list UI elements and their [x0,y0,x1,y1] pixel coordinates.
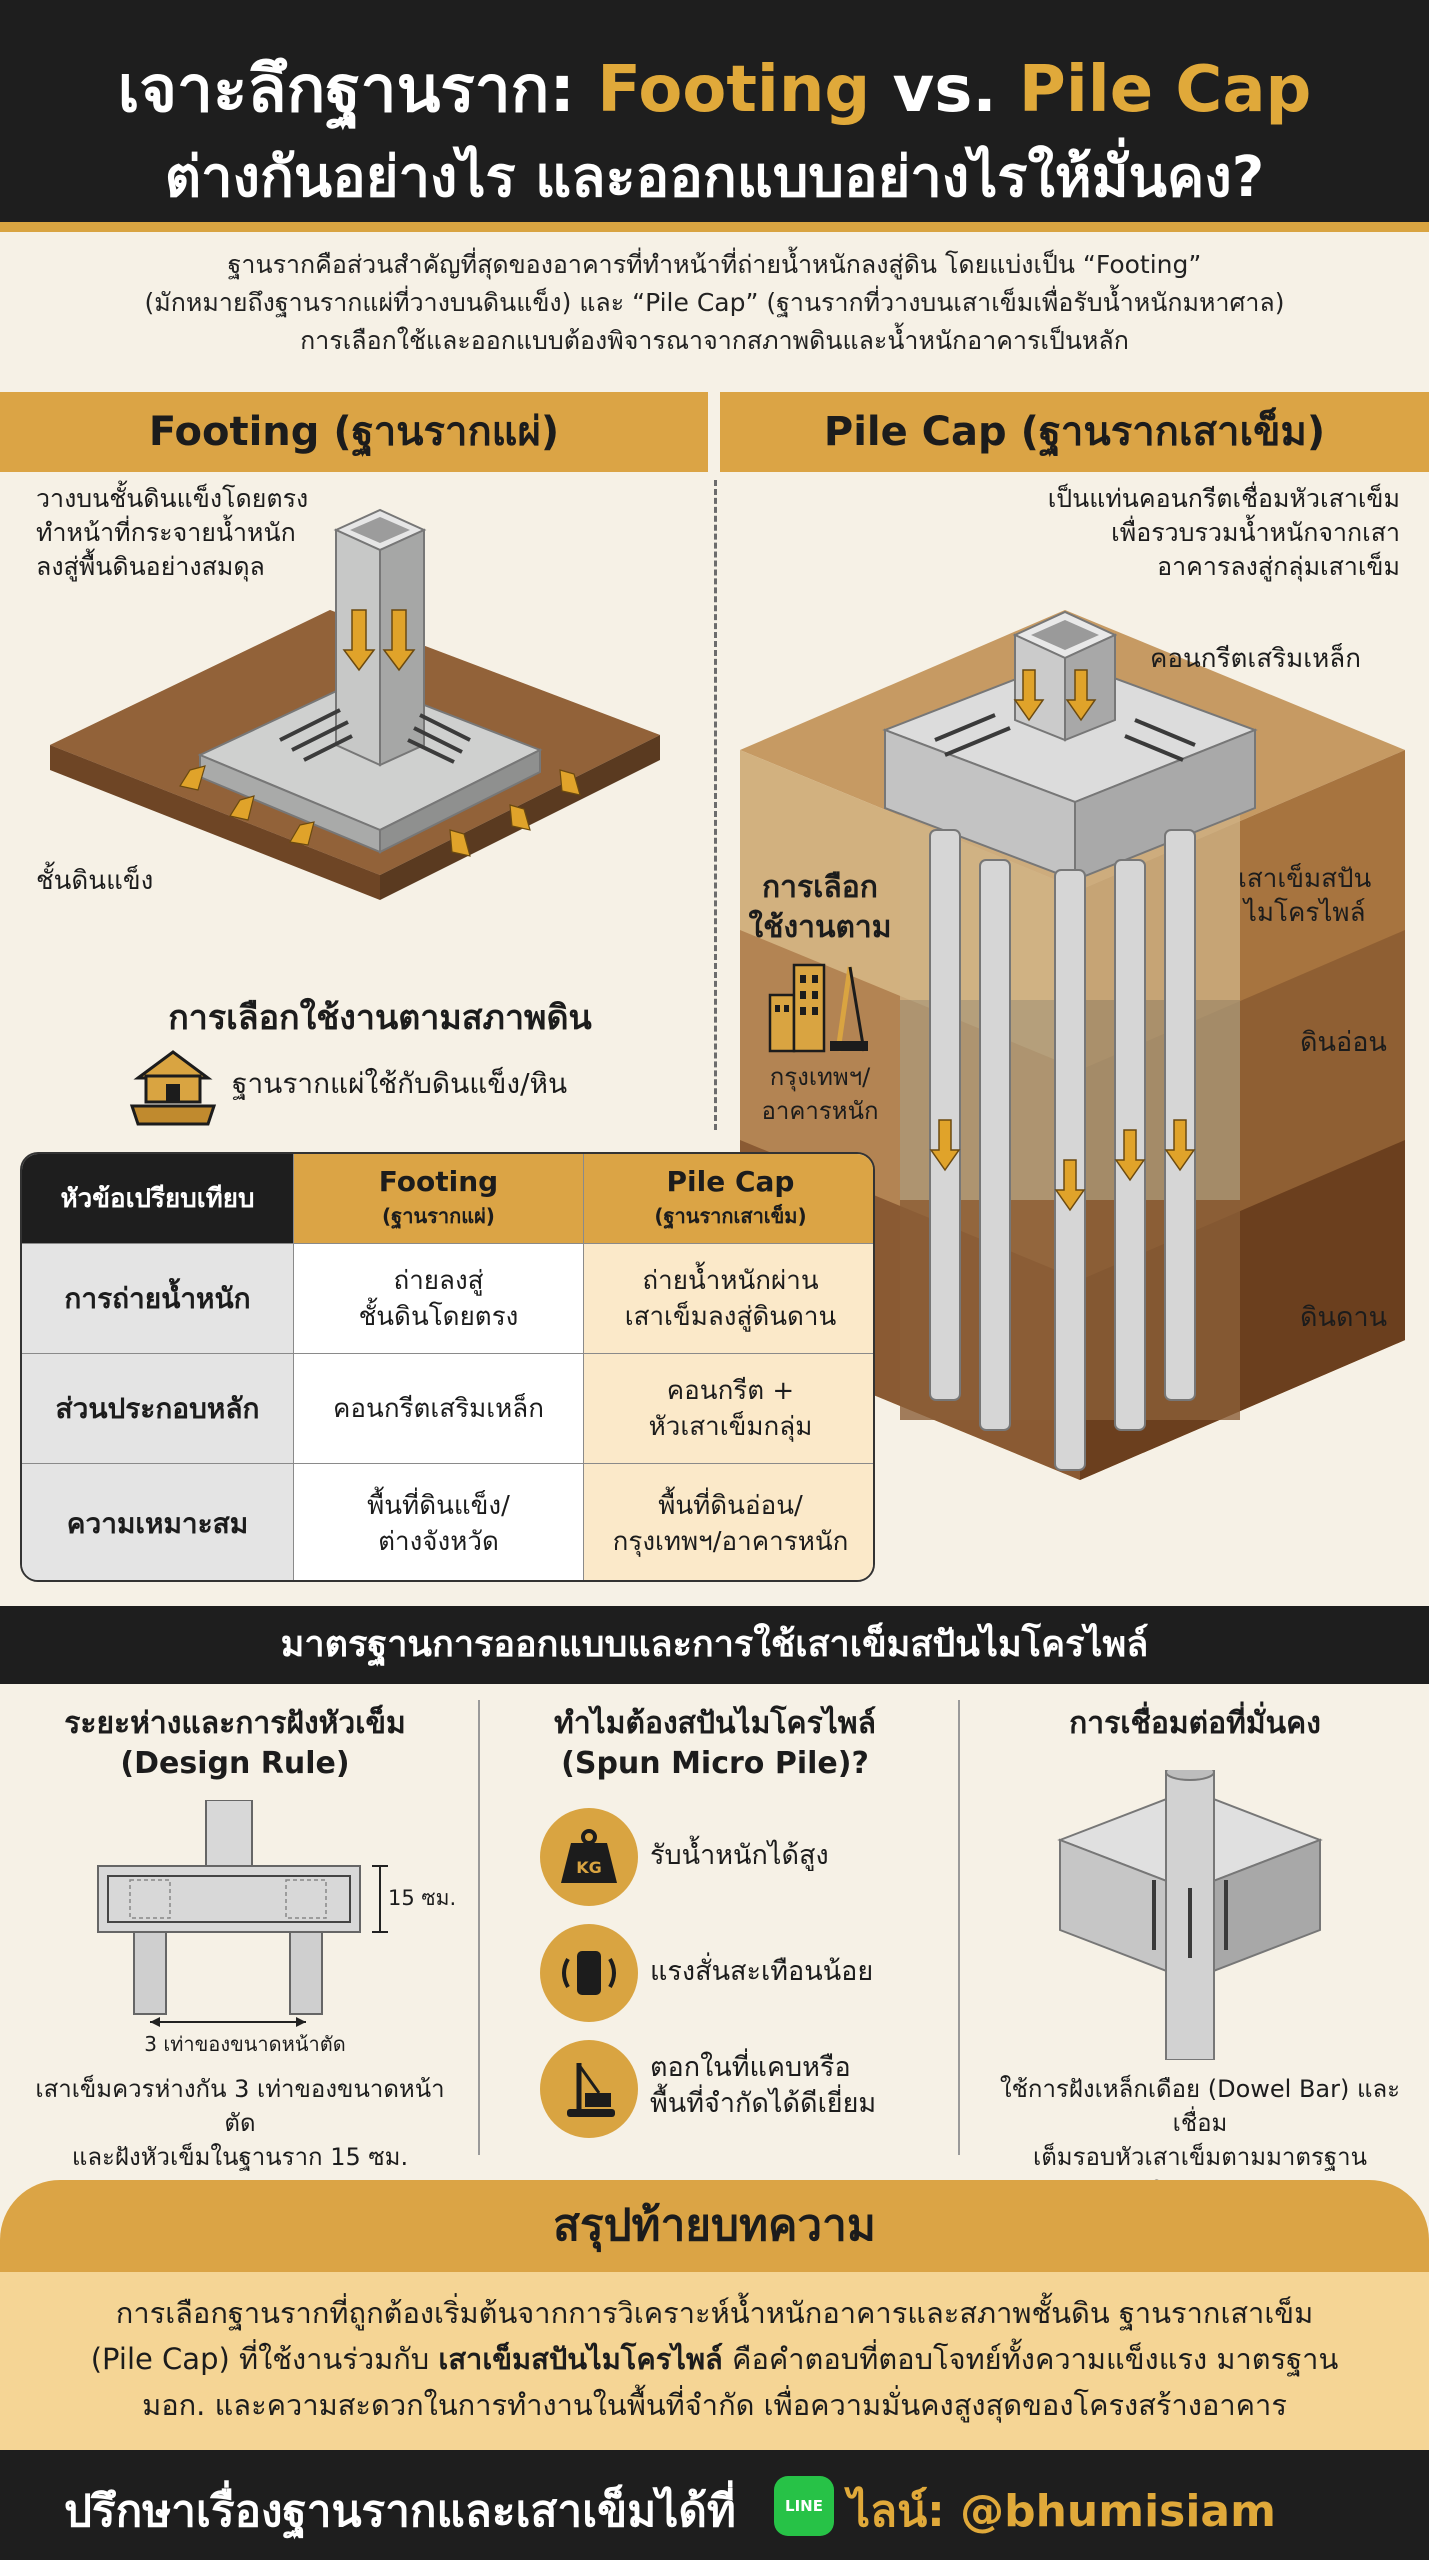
vibration-icon [540,1924,638,2022]
footing-description: วางบนชั้นดินแข็งโดยตรง ทำหน้าที่กระจายน้… [36,484,309,581]
soft-soil-label: ดินอ่อน [1300,1027,1387,1058]
table-header-pilecap: Pile Cap(ฐานรากเสาเข็ม) [584,1154,873,1244]
city-building-icon [768,963,868,1053]
svg-text:KG: KG [576,1858,602,1877]
footing-choice-text: ฐานรากแผ่ใช้กับดินแข็ง/หิน [232,1067,568,1100]
header-banner: เจาะลึกฐานราก: Footing vs. Pile Cap ต่าง… [0,0,1429,222]
summary-text: การเลือกฐานรากที่ถูกต้องเริ่มต้นจากการวิ… [90,2296,1339,2422]
hard-soil-label: ชั้นดินแข็ง [36,866,154,896]
design-rule-title: ระยะห่างและการฝังหัวเข็ม (Design Rule) [64,1706,406,1781]
pilecap-description: เป็นแท่นคอนกรีตเชื่อมหัวเสาเข็ม เพื่อรวบ… [1047,484,1400,581]
pile-connection-diagram [1057,1770,1323,2060]
pilecap-heading: Pile Cap (ฐานรากเสาเข็ม) [720,392,1429,472]
table-cell: พื้นที่ดินอ่อน/กรุงเทพฯ/อาคารหนัก [584,1464,873,1580]
column-separator [958,1700,960,2155]
footing-illustration [50,508,660,900]
summary-title: สรุปท้ายบทความ [0,2180,1429,2272]
spun-micropile-label: เสาเข็มสปัน ไมโครไพล์ [1238,864,1372,928]
pilecap-choice-text: กรุงเทพฯ/ อาคารหนัก [761,1063,879,1125]
table-cell: พื้นที่ดินแข็ง/ต่างจังหวัด [294,1464,584,1580]
footer-cta-text: ปรึกษาเรื่องฐานรากและเสาเข็มได้ที่ [64,2486,736,2537]
column-separator [478,1700,480,2155]
pile-driver-icon [540,2040,638,2138]
title-footing: Footing [597,53,871,127]
connection-title: การเชื่อมต่อที่มั่นคง [1069,1706,1321,1741]
summary-highlight: เสาเข็มสปันไมโครไพล์ [438,2342,723,2376]
benefit-text: ตอกในที่แคบหรือ พื้นที่จำกัดได้ดีเยี่ยม [650,2052,877,2119]
design-rule-diagram [97,1800,388,2027]
house-on-rock-icon [129,1050,217,1126]
table-row-head: การถ่ายน้ำหนัก [22,1244,294,1354]
table-cell: ถ่ายลงสู่ชั้นดินโดยตรง [294,1244,584,1354]
page-title-line2: ต่างกันอย่างไร และออกแบบอย่างไรให้มั่นคง… [164,145,1265,210]
benefit-text: แรงสั่นสะเทือนน้อย [650,1956,874,1987]
embed-depth-label: 15 ซม. [388,1886,457,1910]
table-header-topic: หัวข้อเปรียบเทียบ [22,1154,294,1244]
section-divider [714,480,717,1130]
reinforced-concrete-label: คอนกรีตเสริมเหล็ก [1150,644,1361,674]
why-spun-title: ทำไมต้องสปันไมโครไพล์ (Spun Micro Pile)? [554,1706,876,1781]
table-row-head: ความเหมาะสม [22,1464,294,1580]
line-handle-link[interactable]: ไลน์: @bhumisiam [848,2486,1276,2537]
benefit-text: รับน้ำหนักได้สูง [650,1840,829,1871]
weight-icon: KG [540,1808,638,1906]
page-title-line1: เจาะลึกฐานราก: Footing vs. Pile Cap [117,53,1312,127]
firm-soil-label: ดินดาน [1300,1302,1388,1333]
table-cell: ถ่ายน้ำหนักผ่านเสาเข็มลงสู่ดินดาน [584,1244,873,1354]
footer-bar [0,2450,1429,2560]
footing-choice-title: การเลือกใช้งานตามสภาพดิน [168,998,592,1038]
table-cell: คอนกรีตเสริมเหล็ก [294,1354,584,1464]
pilecap-choice-title: การเลือก ใช้งานตาม [748,870,892,945]
title-pilecap: Pile Cap [1018,53,1312,127]
intro-text: ฐานรากคือส่วนสำคัญที่สุดของอาคารที่ทำหน้… [144,250,1285,355]
table-header-footing: Footing(ฐานรากแผ่) [294,1154,584,1244]
comparison-table: หัวข้อเปรียบเทียบ Footing(ฐานรากแผ่) Pil… [20,1152,875,1582]
header-accent-line [0,222,1429,232]
pile-spacing-label: 3 เท่าของขนาดหน้าตัด [144,2032,346,2056]
standards-banner: มาตรฐานการออกแบบและการใช้เสาเข็มสปันไมโค… [0,1606,1429,1684]
table-cell: คอนกรีต +หัวเสาเข็มกลุ่ม [584,1354,873,1464]
table-row-head: ส่วนประกอบหลัก [22,1354,294,1464]
design-rule-note: เสาเข็มควรห่างกัน 3 เท่าของขนาดหน้าตัด แ… [35,2075,445,2171]
footing-heading: Footing (ฐานรากแผ่) [0,392,708,472]
line-app-icon[interactable]: LINE [774,2476,834,2536]
summary-panel [0,2272,1429,2450]
